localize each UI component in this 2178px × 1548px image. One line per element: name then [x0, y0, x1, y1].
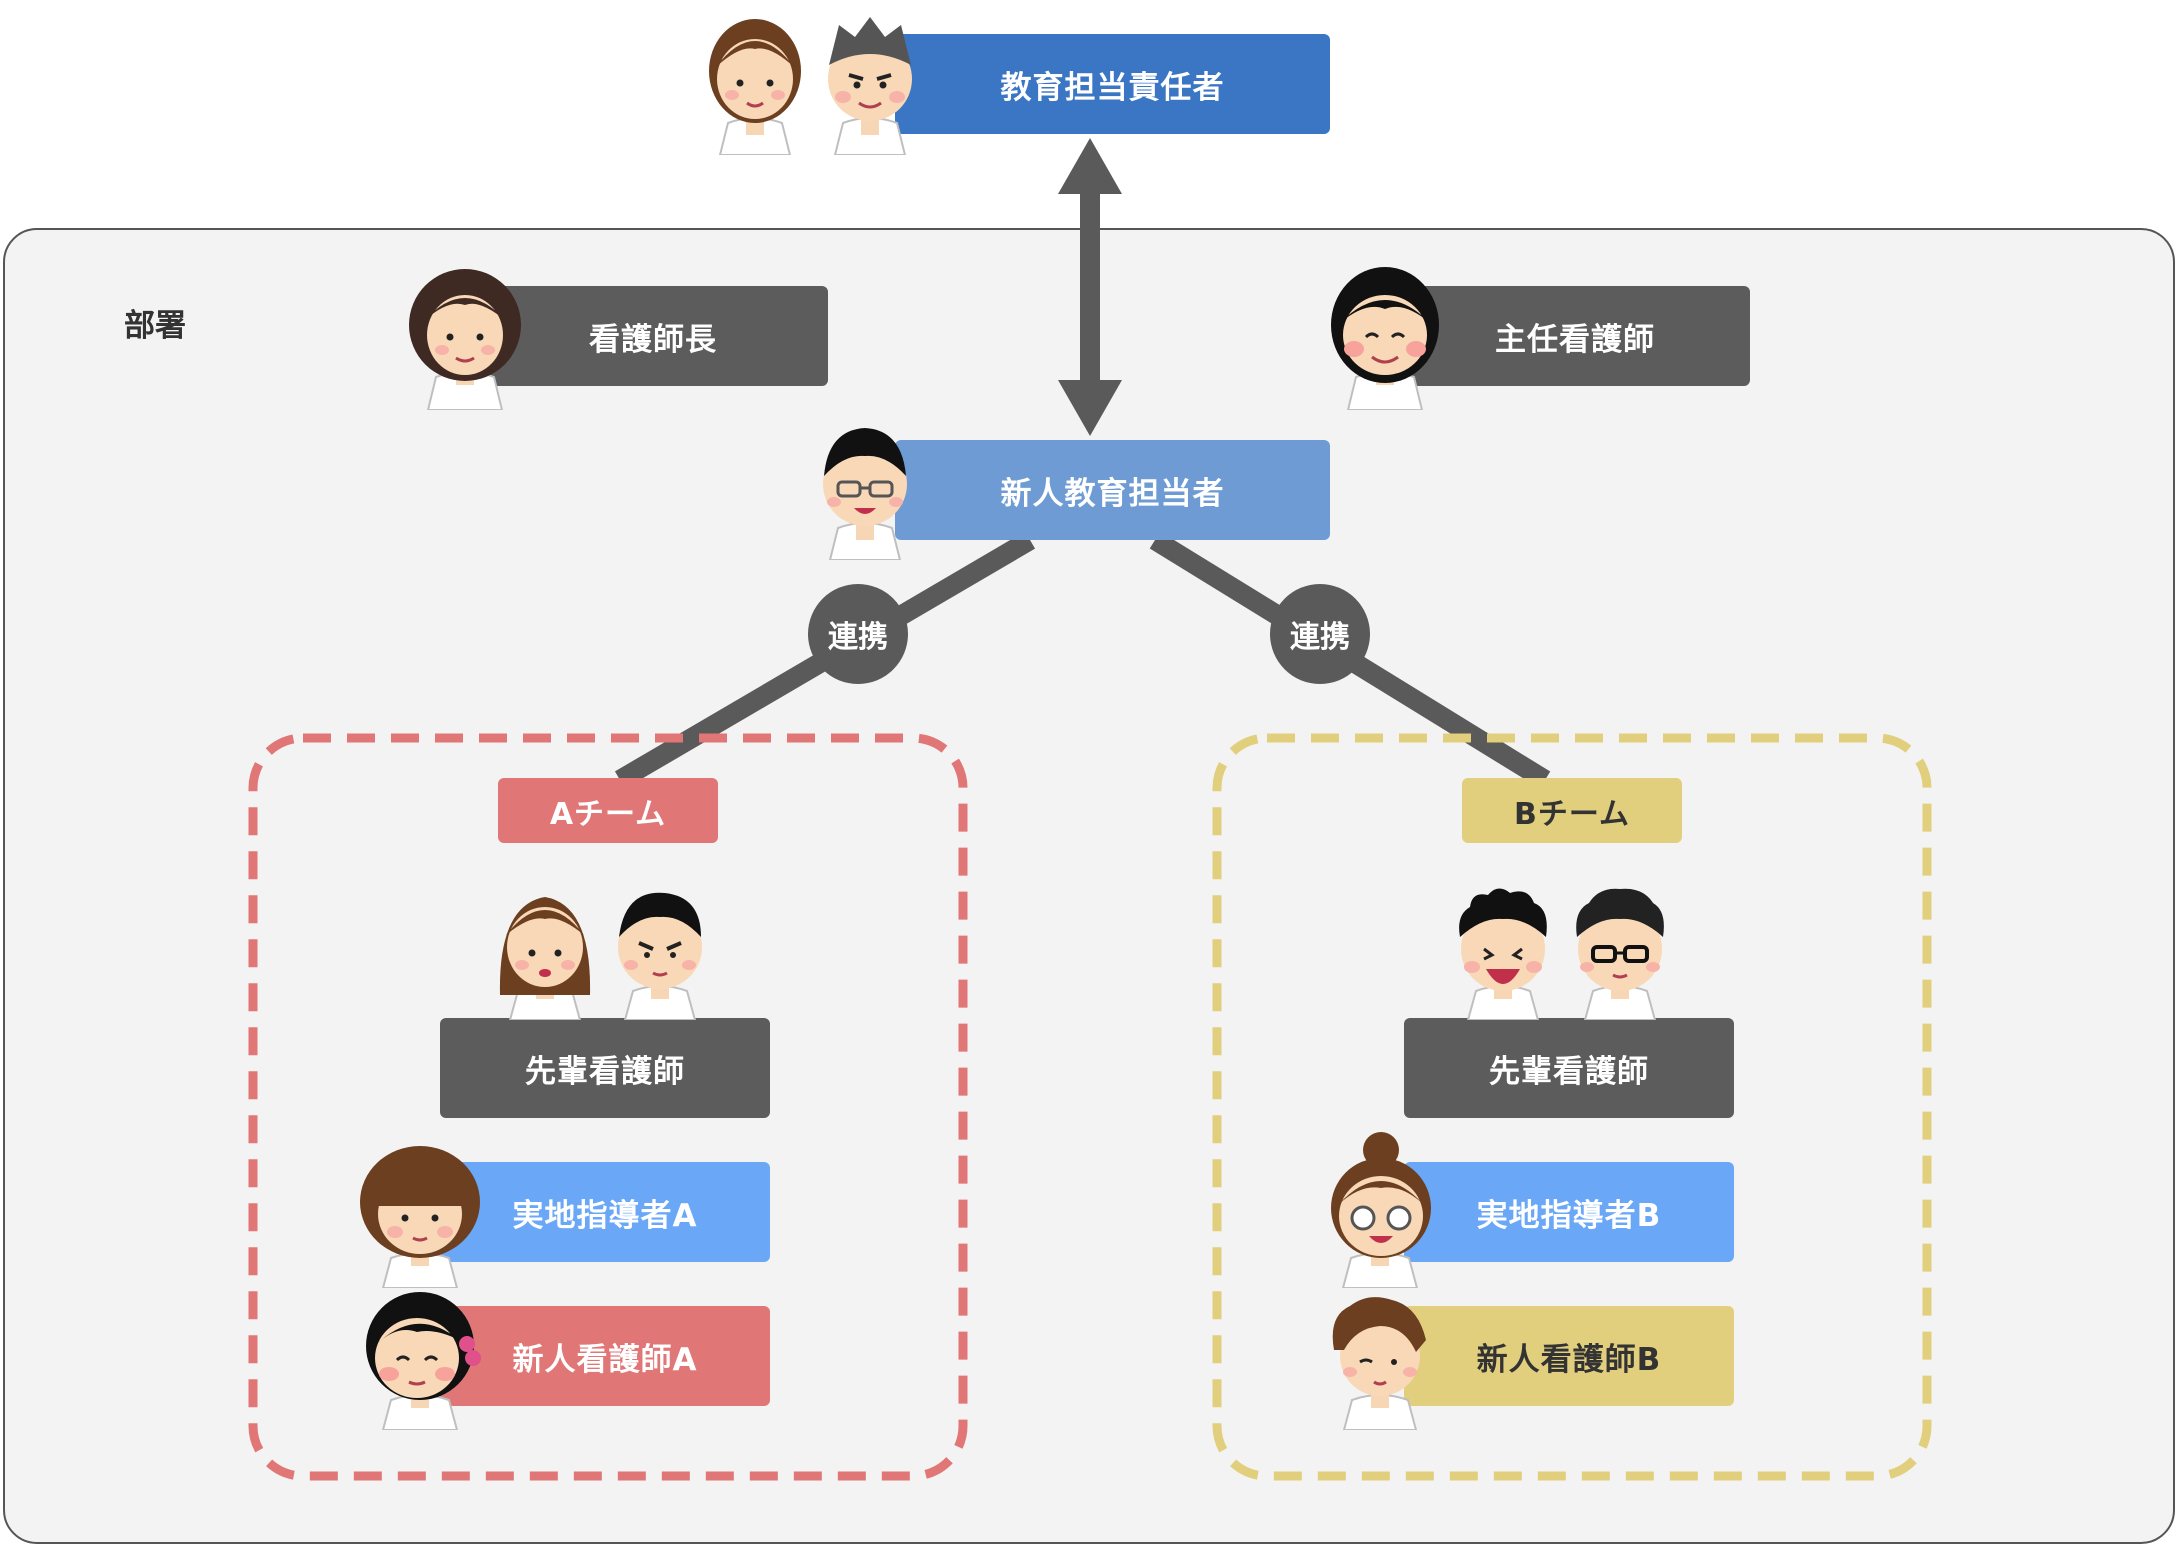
team-a-instructor-box: 実地指導者A	[440, 1162, 770, 1262]
head-nurse-avatar-icon	[409, 269, 521, 410]
new-staff-educator-box: 新人教育担当者	[895, 440, 1330, 540]
chief-nurse-avatar-icon	[1331, 267, 1439, 410]
team-b-newcomer-avatar-icon	[1332, 1297, 1426, 1430]
department-label: 部署	[124, 308, 186, 344]
team-a-senior-avatar-icon	[499, 897, 591, 1020]
chief-nurse-box: 主任看護師	[1400, 286, 1750, 386]
education-manager-box: 教育担当責任者	[895, 34, 1330, 134]
double-arrow-head-down	[1058, 380, 1122, 436]
educator-avatar-icon	[823, 428, 907, 560]
team-b-senior-avatar-icon-2	[1576, 888, 1664, 1020]
team-b-instructor-avatar-icon	[1331, 1132, 1431, 1288]
link-badge-right: 連携	[1270, 584, 1370, 684]
nurse-avatar-icon	[709, 19, 801, 155]
team-b-instructor-box: 実地指導者B	[1404, 1162, 1734, 1262]
team-a-instructor-avatar-icon	[360, 1146, 480, 1288]
team-a-label: Aチーム	[498, 778, 718, 843]
team-a-newcomer-box: 新人看護師A	[440, 1306, 770, 1406]
team-b-senior-avatar-icon	[1459, 888, 1547, 1020]
team-b-senior-box: 先輩看護師	[1404, 1018, 1734, 1118]
double-arrow-shaft	[1080, 190, 1100, 386]
head-nurse-box: 看護師長	[478, 286, 828, 386]
team-b-label: Bチーム	[1462, 778, 1682, 843]
doctor-avatar-icon	[828, 17, 912, 155]
team-a-newcomer-avatar-icon	[366, 1292, 481, 1430]
team-b-newcomer-box: 新人看護師B	[1404, 1306, 1734, 1406]
team-a-senior-avatar-icon-2	[618, 892, 702, 1020]
team-a-senior-box: 先輩看護師	[440, 1018, 770, 1118]
link-badge-left: 連携	[808, 584, 908, 684]
double-arrow-head-up	[1058, 138, 1122, 194]
